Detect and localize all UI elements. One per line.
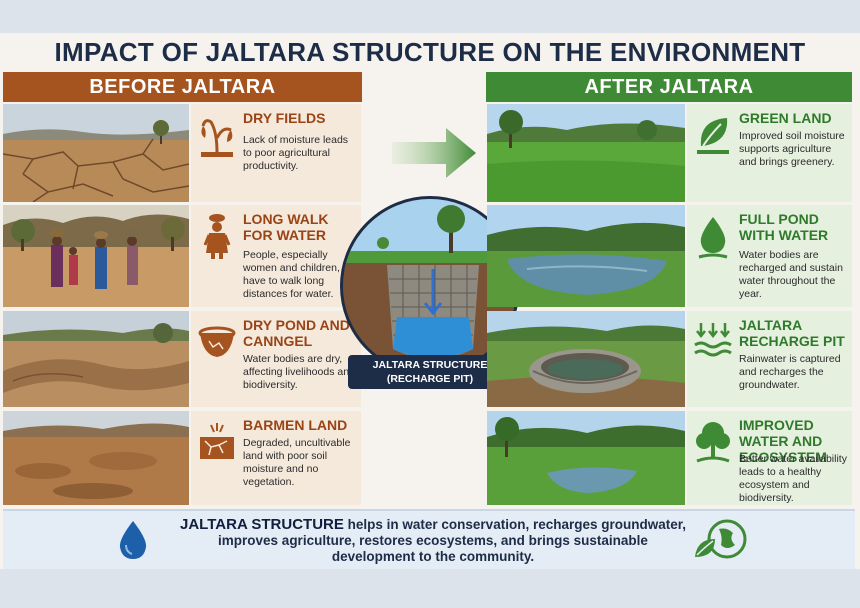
card-text: Water bodies are dry, affecting liveliho… (243, 353, 355, 391)
card-text: Improved soil moisture supports agricult… (739, 130, 845, 168)
center-label: JALTARA STRUCTURE (RECHARGE PIT) (348, 355, 512, 389)
after-card-full-pond: FULL POND WITH WATER Water bodies are re… (687, 205, 852, 307)
card-text: Better water availability leads to a hea… (739, 453, 847, 504)
card-text: People, especially women and children, h… (243, 249, 340, 300)
center-label-line2: (RECHARGE PIT) (386, 373, 474, 385)
water-drop-footer-icon (119, 521, 147, 559)
tree-icon (693, 419, 733, 465)
cracked-soil-icon (197, 419, 237, 465)
dry-fields-photo (3, 104, 189, 202)
woman-carrying-water-icon (197, 213, 237, 259)
infographic-poster: IMPACT OF JALTARA STRUCTURE ON THE ENVIR… (0, 33, 860, 569)
card-text: Degraded, uncultivable land with poor so… (243, 437, 351, 488)
after-card-recharge-pit: JALTARA RECHARGE PIT Rainwater is captur… (687, 311, 852, 407)
card-title: LONG WALK FOR WATER (243, 211, 329, 243)
footer-strong: JALTARA STRUCTURE (180, 516, 344, 533)
footer-line2: improves agriculture, restores ecosystem… (218, 533, 648, 548)
footer-text: JALTARA STRUCTURE helps in water conserv… (153, 517, 713, 565)
before-card-dry-fields: DRY FIELDS Lack of moisture leads to poo… (191, 104, 361, 202)
before-card-barren-land: BARMEN LAND Degraded, uncultivable land … (191, 411, 361, 505)
card-title: BARMEN LAND (243, 417, 348, 433)
footer-banner: JALTARA STRUCTURE helps in water conserv… (3, 509, 855, 569)
card-text: Rainwater is captured and recharges the … (739, 353, 841, 391)
card-title: DRY POND AND CANNGEL (243, 317, 350, 349)
card-text: Lack of moisture leads to poor agricultu… (243, 134, 349, 172)
ecosystem-photo (487, 411, 685, 505)
arrow-right-icon (392, 128, 476, 178)
footer-line1: helps in water conservation, recharges g… (343, 517, 686, 532)
card-title: JALTARA RECHARGE PIT (739, 317, 845, 349)
wilted-plant-icon (197, 112, 237, 158)
leaf-icon (693, 112, 733, 158)
recharge-pit-photo (487, 311, 685, 407)
card-text: Water bodies are recharged and sustain w… (739, 249, 843, 300)
empty-bowl-icon (197, 319, 237, 365)
water-drop-icon (693, 213, 733, 259)
card-title: IMPROVED WATER AND ECOSYSTEM (739, 417, 827, 465)
long-walk-photo (3, 205, 189, 307)
full-pond-photo (487, 205, 685, 307)
after-card-ecosystem: IMPROVED WATER AND ECOSYSTEM Better wate… (687, 411, 852, 505)
recharge-arrows-icon (693, 319, 733, 365)
main-title: IMPACT OF JALTARA STRUCTURE ON THE ENVIR… (54, 37, 806, 67)
after-card-green-land: GREEN LAND Improved soil moisture suppor… (687, 104, 852, 202)
dry-pond-photo (3, 311, 189, 407)
globe-leaf-icon (695, 519, 747, 559)
card-title: GREEN LAND (739, 110, 832, 126)
after-header: AFTER JALTARA (486, 72, 852, 102)
green-land-photo (487, 104, 685, 202)
footer-line3: development to the community. (331, 549, 535, 564)
before-header: BEFORE JALTARA (3, 72, 362, 102)
card-title: DRY FIELDS (243, 110, 326, 126)
before-card-long-walk: LONG WALK FOR WATER People, especially w… (191, 205, 361, 307)
before-card-dry-pond: DRY POND AND CANNGEL Water bodies are dr… (191, 311, 361, 407)
barren-land-photo (3, 411, 189, 505)
center-label-line1: JALTARA STRUCTURE (372, 359, 488, 371)
card-title: FULL POND WITH WATER (739, 211, 829, 243)
